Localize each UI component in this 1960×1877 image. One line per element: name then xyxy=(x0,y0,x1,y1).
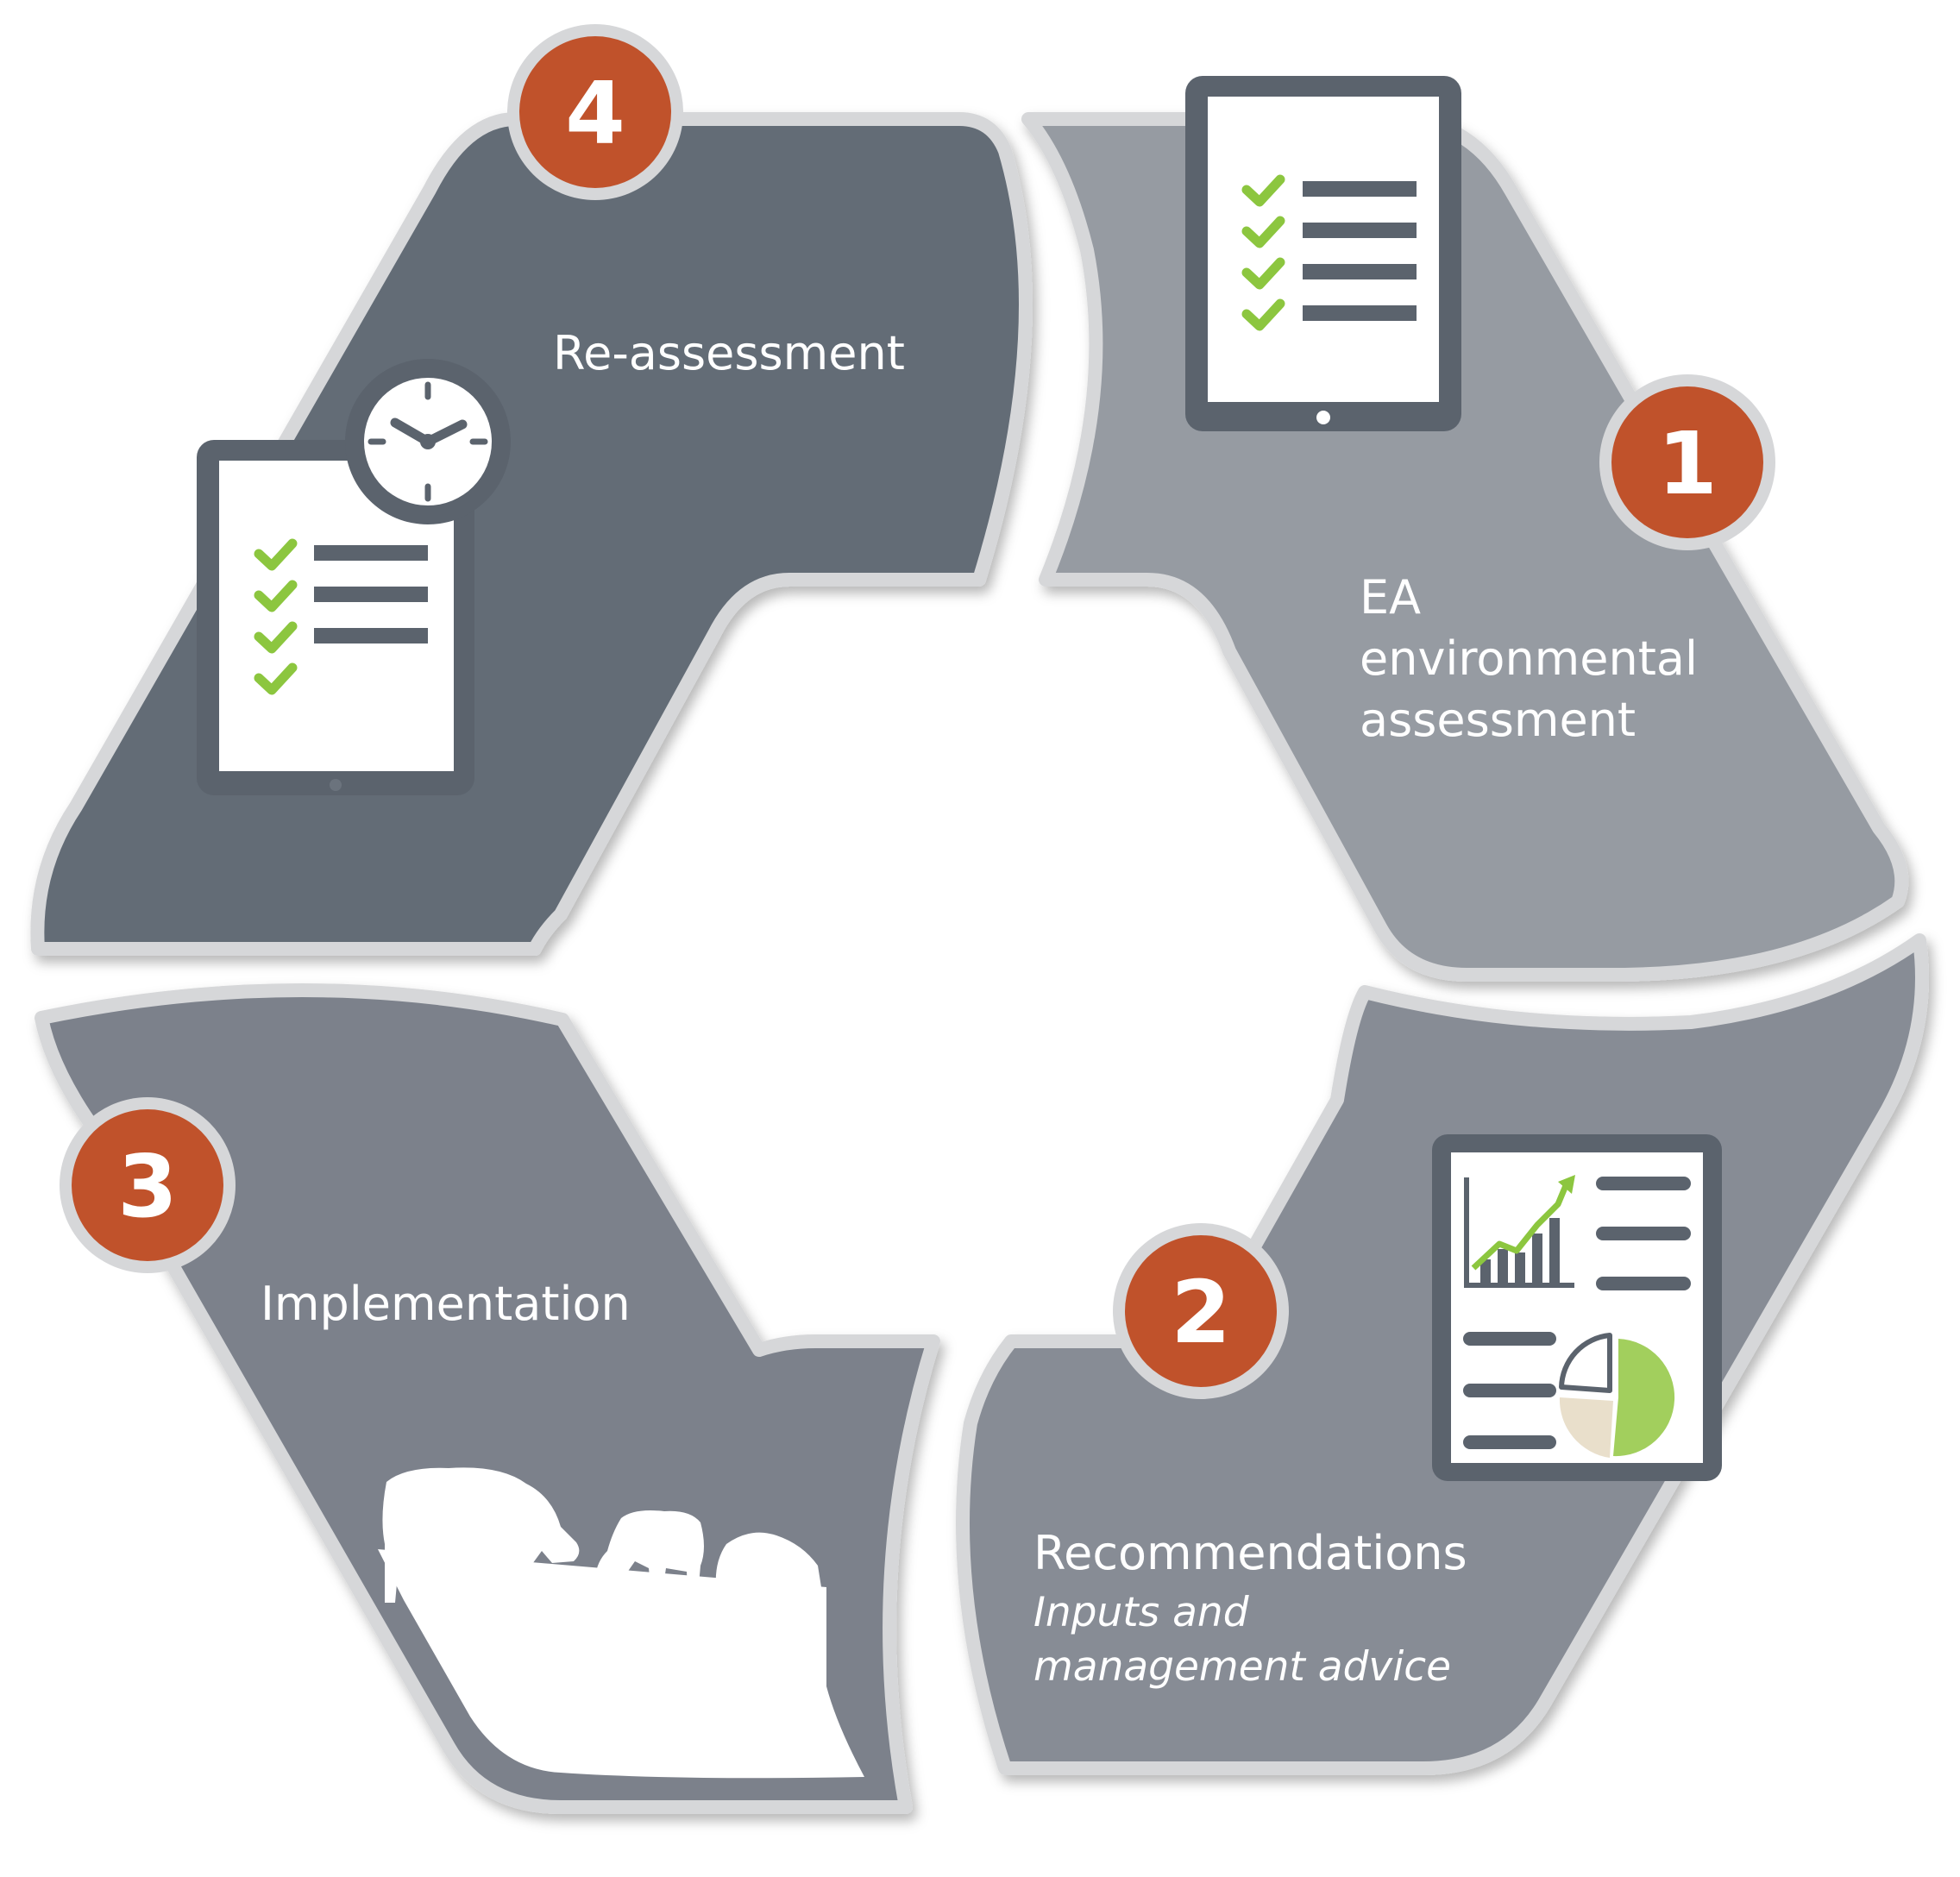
pie-chart-icon xyxy=(1559,1333,1675,1458)
step-number-2: 2 xyxy=(1171,1262,1231,1363)
step-2-subtitle-line-1: Inputs and xyxy=(1033,1589,1250,1636)
step-badge-2: 2 xyxy=(1113,1223,1289,1399)
step-2-title: Recommendations xyxy=(1033,1526,1467,1580)
step-1-line-2: environmental xyxy=(1360,631,1698,686)
tablet-checklist-icon xyxy=(1185,76,1461,431)
step-1-line-1: EA xyxy=(1360,570,1421,625)
segment-1-shape xyxy=(1021,112,1909,982)
segment-4-shape xyxy=(30,112,1033,956)
segment-4 xyxy=(30,112,1033,956)
report-chart-icon xyxy=(1432,1134,1722,1481)
step-2-label: Recommendations Inputs and management ad… xyxy=(1033,1526,1467,1691)
step-4-title: Re-assessment xyxy=(553,326,905,380)
check-icon xyxy=(1241,174,1285,331)
step-badge-3: 3 xyxy=(60,1097,236,1273)
step-badge-1: 1 xyxy=(1599,374,1775,550)
clock-icon xyxy=(345,359,511,524)
step-number-3: 3 xyxy=(117,1136,178,1237)
step-number-4: 4 xyxy=(565,63,625,164)
step-3-title: Implementation xyxy=(261,1277,631,1331)
step-number-1: 1 xyxy=(1657,413,1718,514)
step-1-label: EA environmental assessment xyxy=(1360,570,1698,747)
step-badge-4: 4 xyxy=(507,24,683,200)
step-1-line-3: assessment xyxy=(1360,693,1636,747)
check-icon xyxy=(254,538,298,695)
segment-1 xyxy=(1021,112,1909,982)
grazing-cows-icon xyxy=(378,1467,864,1779)
step-2-subtitle-line-2: management advice xyxy=(1033,1643,1451,1691)
line-chart-icon xyxy=(1464,1175,1575,1288)
clock-checklist-icon xyxy=(197,359,511,795)
